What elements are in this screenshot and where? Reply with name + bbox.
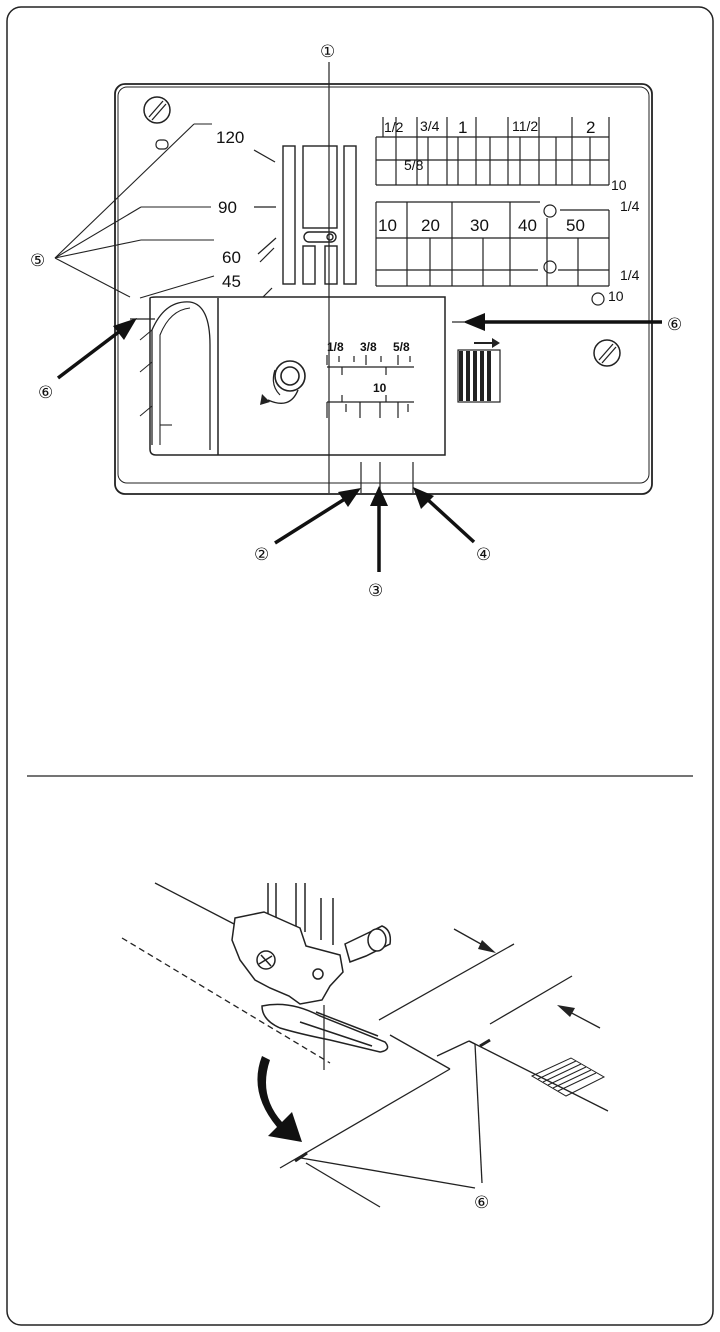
angle-label-60: 60 [222, 248, 241, 267]
mm-label-40: 40 [518, 216, 537, 235]
seam-guide-lines [360, 462, 414, 493]
side-label-quarter-bottom: 1/4 [620, 267, 640, 283]
pivot-corner-diagram [121, 882, 609, 1208]
presser-foot [231, 883, 392, 1070]
callout-5: ⑤ [30, 251, 45, 270]
dimension-arrow-lower [557, 1005, 601, 1029]
angle-guide-marks [253, 149, 277, 299]
callout-6-right: ⑥ [667, 315, 682, 334]
inch-ruler-grid [375, 117, 610, 186]
side-label-10-top: 10 [611, 177, 627, 193]
side-label-quarter-top: 1/4 [620, 198, 640, 214]
mm-ruler-grid [375, 201, 610, 287]
pivot-arrow-icon [257, 1056, 302, 1142]
screw-right-icon [593, 339, 621, 367]
stripes-icon [457, 338, 501, 403]
needle-plate-diagram: 120 90 60 45 ⑤ [30, 42, 682, 600]
needle-plate-inner-edge [117, 86, 650, 484]
angle-label-45: 45 [222, 272, 241, 291]
inch-label-3-4: 3/4 [420, 118, 440, 134]
mm-label-20: 20 [421, 216, 440, 235]
arrow-6-left [56, 318, 137, 380]
cover-label-3-8: 3/8 [360, 340, 377, 354]
angle-label-90: 90 [218, 198, 237, 217]
callout-5-leaders [54, 123, 215, 299]
arrow-2 [274, 488, 361, 545]
arrow-4 [413, 487, 476, 544]
arrow-3 [370, 486, 388, 572]
fabric-mark-left [294, 1151, 308, 1163]
fabric-mark-right [479, 1038, 491, 1048]
mm-label-50: 50 [566, 216, 585, 235]
screw-top-left-icon [143, 96, 171, 124]
plate-stripes-icon [530, 1057, 606, 1097]
small-hole-top-left [155, 139, 169, 150]
inch-label-1-2: 1/2 [384, 119, 404, 135]
inch-label-1: 1 [458, 118, 467, 137]
callout-1: ① [320, 42, 335, 61]
cover-label-10: 10 [373, 381, 387, 395]
page-frame [6, 6, 714, 1326]
cover-label-1-8: 1/8 [327, 340, 344, 354]
small-hole-bottom-right [591, 292, 605, 306]
mm-label-30: 30 [470, 216, 489, 235]
cover-guide-lines [326, 355, 414, 418]
bobbin-cover-plate [139, 296, 446, 456]
callout-6-left: ⑥ [38, 383, 53, 402]
callout-6-lower: ⑥ [474, 1193, 489, 1212]
arrow-6-right [463, 313, 662, 331]
feed-dog-slots [282, 145, 357, 285]
fabric [121, 882, 609, 1169]
callout-4: ④ [476, 545, 491, 564]
inch-label-1-1-2: 11/2 [512, 118, 538, 134]
angle-label-120: 120 [216, 128, 244, 147]
callout-2: ② [254, 545, 269, 564]
cover-label-5-8: 5/8 [393, 340, 410, 354]
side-label-10-bottom: 10 [608, 288, 624, 304]
mm-label-10: 10 [378, 216, 397, 235]
dimension-arrow-upper [453, 928, 496, 953]
callout-3: ③ [368, 581, 383, 600]
inch-label-2: 2 [586, 118, 595, 137]
bobbin-icon [260, 360, 306, 405]
inch-label-5-8: 5/8 [404, 157, 424, 173]
